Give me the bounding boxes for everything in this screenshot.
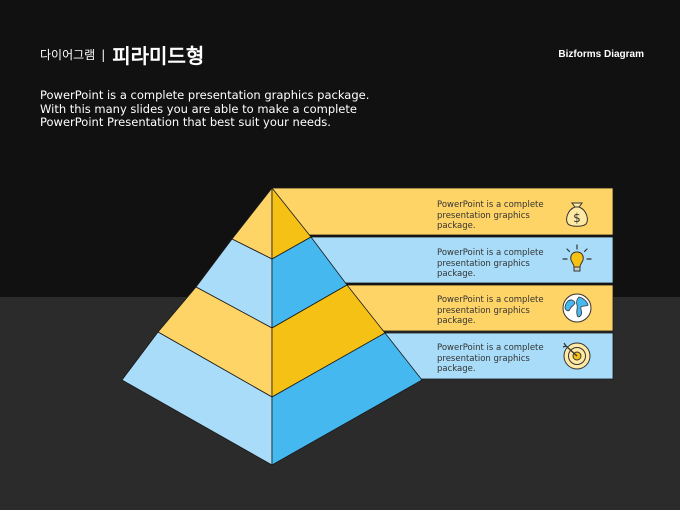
brand-label: Bizforms Diagram (558, 49, 644, 60)
page-title: 피라미드형 (112, 44, 205, 68)
money-bag-icon: $ (566, 202, 588, 227)
level-1-text: PowerPoint is a complete presentation gr… (437, 200, 544, 231)
svg-text:$: $ (573, 211, 581, 225)
level-3-text: PowerPoint is a complete presentation gr… (437, 295, 544, 326)
header: 다이어그램 | 피라미드형 (40, 40, 204, 69)
target-icon (562, 342, 591, 370)
header-separator: | (101, 47, 106, 62)
page-kicker: 다이어그램 (40, 48, 96, 62)
description-text: PowerPoint is a complete presentation gr… (40, 88, 370, 129)
pyramid-level-4-right (271, 332, 423, 466)
level-4-text: PowerPoint is a complete presentation gr… (437, 343, 544, 374)
globe-icon (562, 293, 592, 323)
level-2-text: PowerPoint is a complete presentation gr… (437, 248, 544, 279)
lightbulb-icon (562, 244, 592, 272)
info-box-1 (271, 187, 614, 236)
